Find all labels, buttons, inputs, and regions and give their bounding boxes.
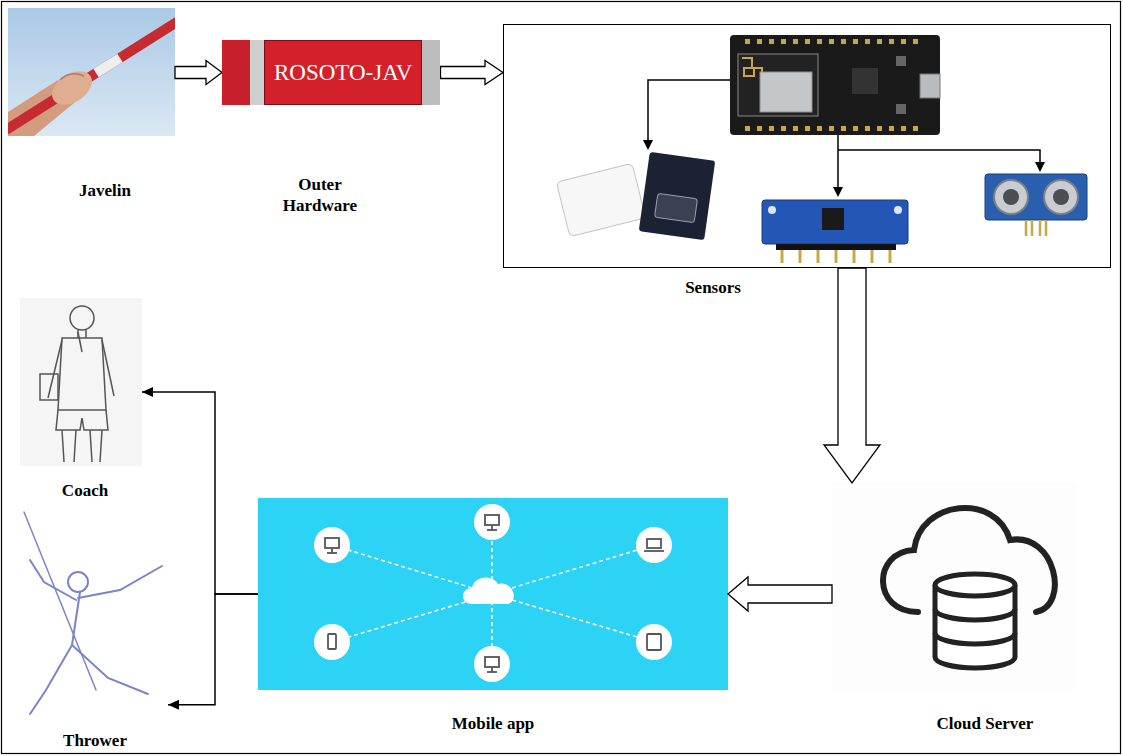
hollow-arrow [441,61,504,85]
flow-arrow [142,387,258,594]
node-label: Thrower [25,730,165,751]
node-label: Mobile app [403,713,583,734]
arrow-head [168,700,179,710]
javelin-shaft [8,20,175,130]
outer-hardware-bar: ROSOTO-JAVOuter Hardware [222,40,440,105]
flow-arrow [441,61,504,85]
button [896,56,906,66]
board [730,35,940,135]
icon-ground [832,483,1075,690]
device-circles [314,504,672,682]
wifi-module [738,54,818,116]
bar-segment [222,40,250,105]
bar-segment [250,40,264,105]
fingers [60,74,84,80]
database-rings [935,609,1015,644]
ultrasonic-pins [1026,220,1046,236]
ultrasonic-sensor [985,174,1087,236]
cloud-outline [883,508,1055,612]
bar-segment [422,40,440,105]
hand [46,64,98,111]
hole [894,206,902,214]
branch-line [142,392,258,594]
coach-sketch [20,298,142,466]
nodemcu-board [730,35,940,135]
pin-header [776,244,896,250]
flow-arrow [728,577,832,611]
transducer [994,180,1028,214]
flow-arrow [824,268,880,483]
mpu-board [762,200,908,244]
transducer [1044,180,1078,214]
node-label: Javelin [35,180,175,201]
thrower-lines [24,512,162,714]
usb-chip [852,68,878,94]
app-panel [258,498,728,690]
metal-shield [760,72,812,112]
sensors-box: Sensors [503,24,1111,268]
rfid-card [556,163,645,236]
javelin-band [96,58,120,73]
micro-usb [920,74,940,98]
mpu-chip [822,208,844,230]
center-cloud [463,578,514,604]
flow-arrow [175,61,222,85]
thrower-sketch [24,512,162,714]
node-label: Outer Hardware [270,174,370,216]
mesh [1053,189,1069,205]
flow-arrow [168,594,258,710]
hollow-arrow [175,61,222,85]
javelin-photo: Javelin [8,8,175,136]
javelin-photo-art [8,8,175,136]
hollow-arrow [728,577,832,611]
coach-figure: Coach [20,298,142,466]
thrower-figure: Thrower [8,503,168,720]
mpu-sensor [762,200,908,263]
database-top [935,574,1015,596]
pin-row [745,39,918,131]
sketch-ground [20,298,142,466]
ultrasonic-board [985,174,1087,220]
rfid-reader [556,152,715,240]
cloud-server: Cloud Server [832,483,1075,690]
network-lines [332,522,654,664]
product-name: ROSOTO-JAV [264,40,422,105]
hollow-arrow [824,268,880,483]
arrow-head [142,387,153,397]
rfid-module [639,152,715,240]
coach-lines [40,306,114,462]
mobile-app-panel: Mobile app [258,498,728,690]
branch-line [168,594,258,705]
rfid-connector [655,193,698,222]
device-icons [325,515,664,672]
node-label: Coach [25,480,145,501]
node-label: Sensors [643,277,783,298]
mesh [1003,189,1019,205]
antenna [742,58,762,80]
button [896,104,906,114]
node-label: Cloud Server [895,713,1075,734]
hole [768,206,776,214]
mobile-app-art [258,498,728,690]
cloud-server-icon [832,483,1075,690]
